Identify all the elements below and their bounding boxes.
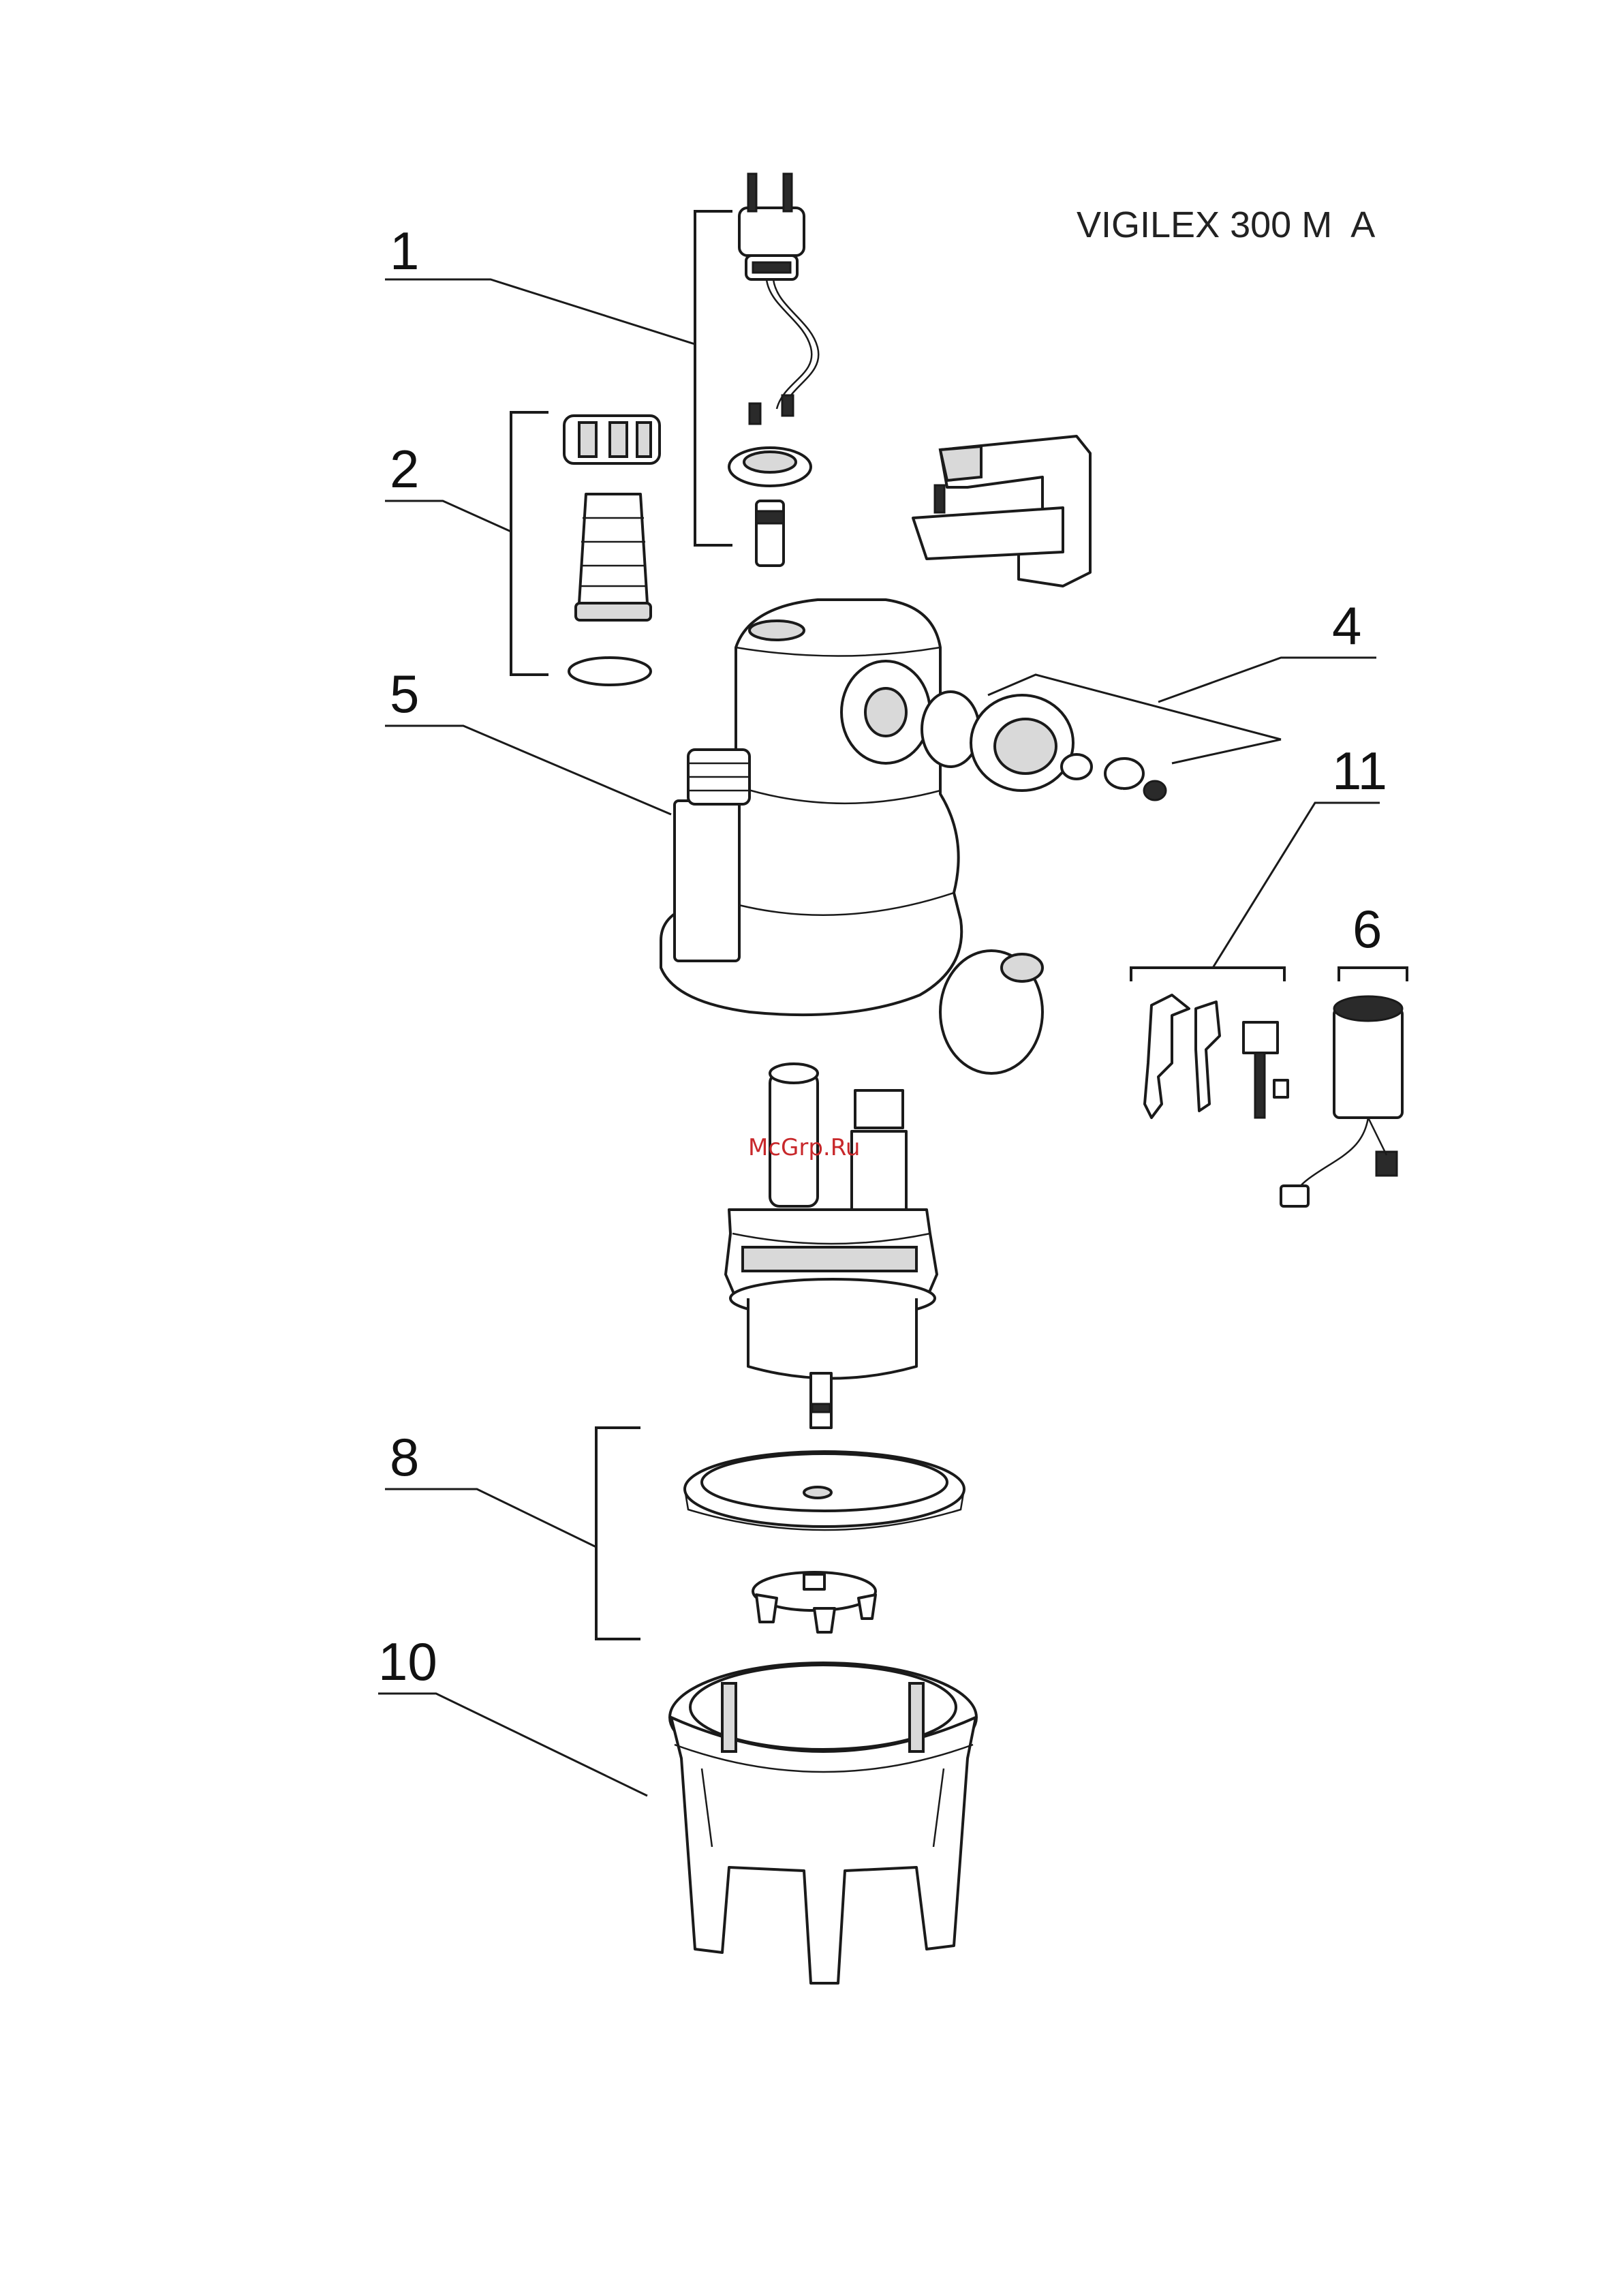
callout-1-label: 1 (390, 221, 419, 281)
microswitch-parts (1145, 995, 1288, 1118)
callout-4-label: 4 (1332, 596, 1361, 656)
callout-6: 6 (1339, 899, 1407, 981)
pump-base (670, 1663, 976, 1983)
callout-5: 5 (385, 664, 671, 814)
power-cord-assembly (729, 174, 818, 566)
callout-10: 10 (378, 1632, 647, 1796)
pump-housing (661, 600, 961, 1015)
callout-5-label: 5 (390, 664, 419, 724)
callout-2: 2 (385, 412, 548, 675)
callout-11-label: 11 (1332, 741, 1387, 801)
callout-6-label: 6 (1352, 899, 1382, 959)
model-title: VIGILEX 300 M A (1077, 204, 1375, 245)
impeller-and-plate (685, 1452, 964, 1632)
outlet-fitting-set (564, 416, 660, 685)
callout-10-label: 10 (378, 1632, 437, 1692)
pump-handle (913, 436, 1090, 586)
callout-2-label: 2 (390, 439, 419, 499)
motor-assembly (726, 1064, 937, 1428)
float-switch-assembly (922, 692, 1166, 1073)
callout-1: 1 (385, 211, 732, 545)
callout-8-label: 8 (390, 1427, 419, 1487)
callout-11: 11 (1131, 741, 1387, 981)
callout-8: 8 (385, 1427, 640, 1639)
watermark: McGrp.Ru (748, 1134, 860, 1161)
capacitor (1281, 996, 1402, 1206)
